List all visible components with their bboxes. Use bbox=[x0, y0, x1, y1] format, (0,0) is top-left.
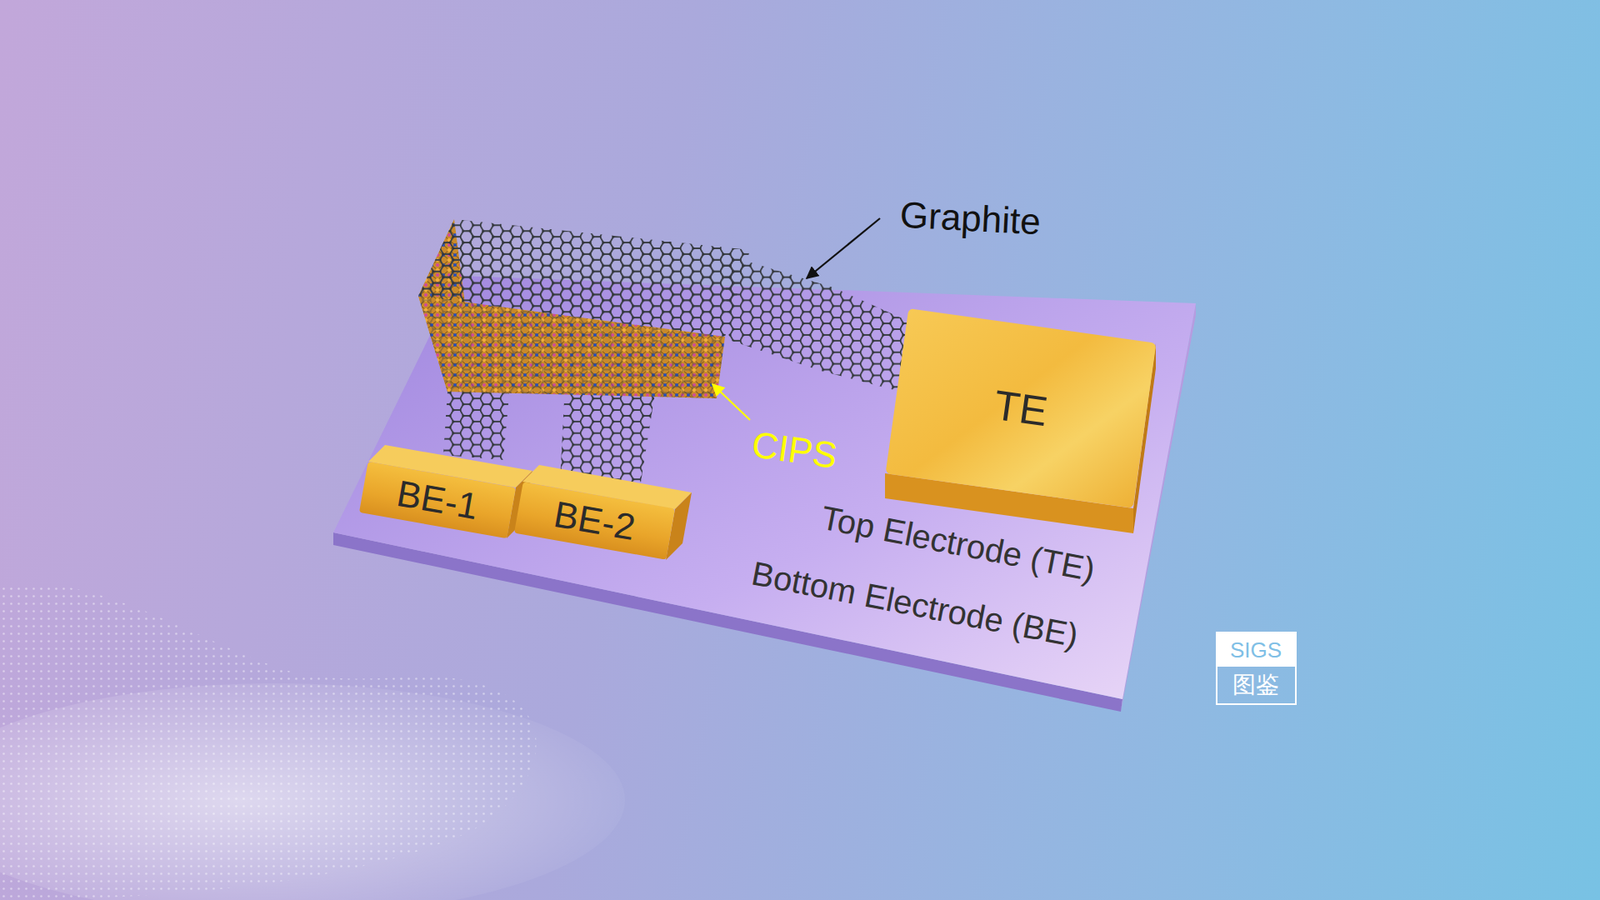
bottom-electrode: BE-2 bbox=[514, 481, 675, 560]
top-electrode: TE bbox=[885, 308, 1157, 509]
box-label: BE-1 bbox=[393, 472, 481, 528]
watermark: 图鉴 bbox=[1232, 669, 1280, 701]
part-label: Graphite bbox=[898, 194, 1041, 244]
part-label: CIPS bbox=[749, 423, 840, 477]
watermark: SIGS bbox=[1230, 637, 1282, 664]
watermark-box bbox=[1216, 632, 1296, 705]
electrode-block bbox=[368, 445, 692, 560]
leader-arrow bbox=[712, 384, 750, 420]
box-label: TE bbox=[990, 380, 1050, 436]
box-label: BE-2 bbox=[550, 493, 638, 549]
leader-arrow bbox=[806, 218, 880, 279]
graphite-ribbon bbox=[723, 254, 927, 396]
cips-stack bbox=[418, 219, 750, 399]
bottom-electrode: BE-1 bbox=[359, 461, 516, 539]
background-wave bbox=[0, 582, 625, 900]
